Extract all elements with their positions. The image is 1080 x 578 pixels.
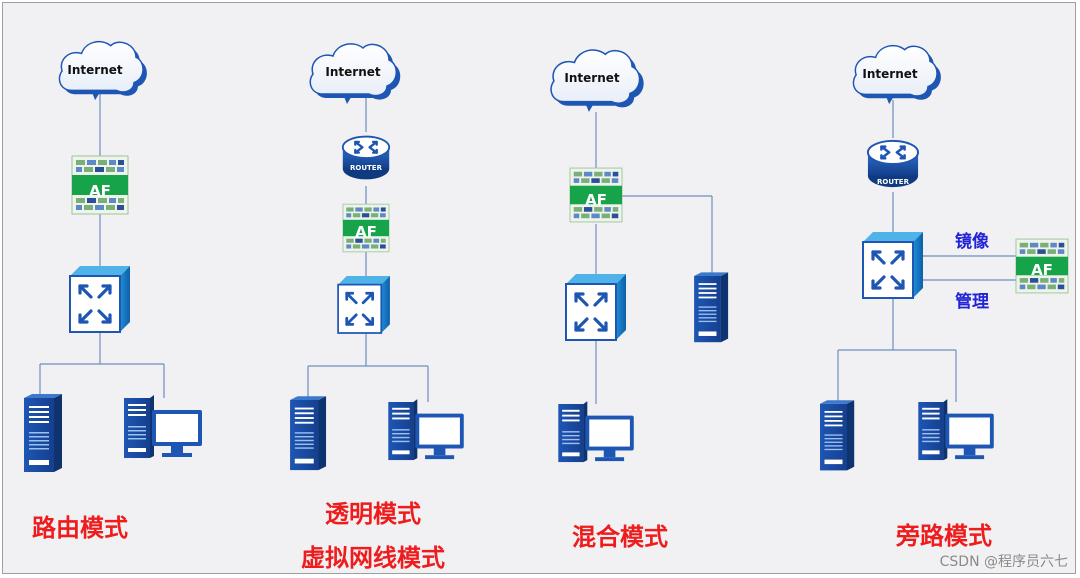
routing-mode-topology: Internet AF [24,40,202,472]
pc-icon [388,399,464,461]
bypass-mode-label: 旁路模式 [895,522,992,550]
firewall-label: AF [355,223,377,241]
hybrid-mode-label: 混合模式 [572,523,668,551]
router-label: ROUTER [877,178,910,186]
cloud-label: Internet [67,63,122,77]
internet-cloud-icon: Internet [309,43,402,105]
management-link-label: 管理 [955,291,989,312]
router-icon: ROUTER [866,139,920,189]
firewall-label: AF [89,182,111,200]
internet-cloud-icon: Internet [58,40,148,101]
cloud-label: Internet [862,67,917,81]
switch-icon [68,264,132,334]
routing-mode-label: 路由模式 [32,514,128,542]
watermark-text: CSDN @程序员六七 [940,554,1068,570]
cloud-label: Internet [564,71,619,85]
af-firewall-icon: AF [71,155,129,215]
pc-icon [918,399,994,461]
switch-icon [861,230,925,300]
transparent-mode-label: 透明模式 [325,500,421,528]
firewall-label: AF [1031,261,1053,279]
wires [39,92,1016,404]
server-icon [694,272,729,343]
internet-cloud-icon: Internet [852,44,942,105]
mirror-link-label: 镜像 [955,231,990,252]
router-label: ROUTER [350,164,383,172]
pc-icon [124,395,202,458]
switch-icon [336,274,392,335]
hybrid-mode-topology: Internet AF [550,49,729,463]
virtual-wire-mode-label: 虚拟网线模式 [301,544,445,572]
bypass-mode-topology: Internet ROUTER AF 镜像 管理 [820,44,1069,471]
pc-icon [558,401,634,463]
transparent-mode-topology: Internet ROUTER AF [290,43,464,471]
server-icon [290,396,327,471]
af-firewall-icon: AF [1015,238,1069,294]
af-firewall-icon: AF [342,203,390,253]
server-icon [820,400,855,471]
server-icon [24,394,62,472]
cloud-label: Internet [325,65,380,79]
internet-cloud-icon: Internet [550,49,645,113]
firewall-label: AF [585,191,607,209]
af-firewall-icon: AF [569,167,623,223]
switch-icon [564,272,628,342]
router-icon: ROUTER [341,135,391,181]
